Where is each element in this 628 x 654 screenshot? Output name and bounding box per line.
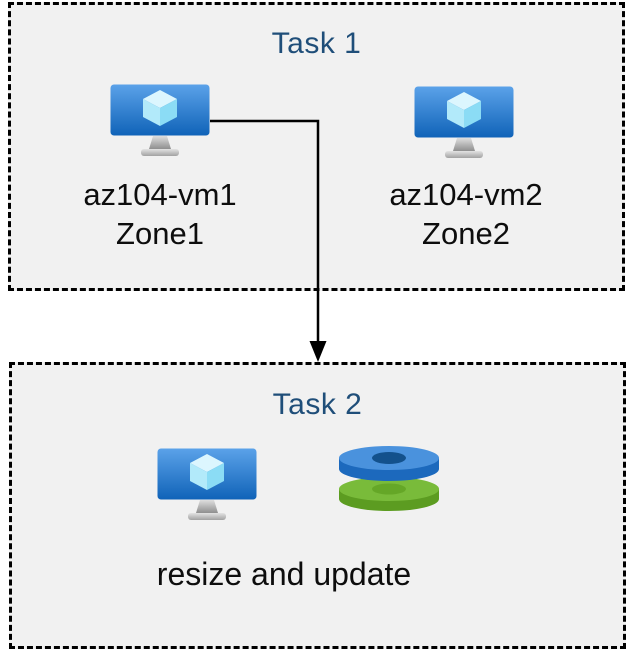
task2-caption: resize and update: [156, 556, 412, 592]
vm2-zone: Zone2: [422, 216, 510, 251]
task1-title: Task 1: [271, 27, 362, 60]
task2-box: [9, 362, 626, 649]
virtual-machine-icon: [110, 84, 210, 159]
vm1-zone: Zone1: [116, 216, 204, 251]
vm1-name: az104-vm1: [83, 177, 237, 212]
disks-icon: [339, 446, 439, 511]
vm2-label: az104-vm2 Zone2: [356, 175, 576, 253]
virtual-machine-icon: [414, 86, 514, 161]
green-disk: [339, 477, 439, 511]
task2-title: Task 2: [272, 388, 363, 421]
vm1-label: az104-vm1 Zone1: [50, 175, 270, 253]
virtual-machine-icon: [157, 448, 257, 523]
arrow-head: [309, 341, 327, 362]
vm2-name: az104-vm2: [389, 177, 543, 212]
blue-disk: [339, 446, 439, 481]
